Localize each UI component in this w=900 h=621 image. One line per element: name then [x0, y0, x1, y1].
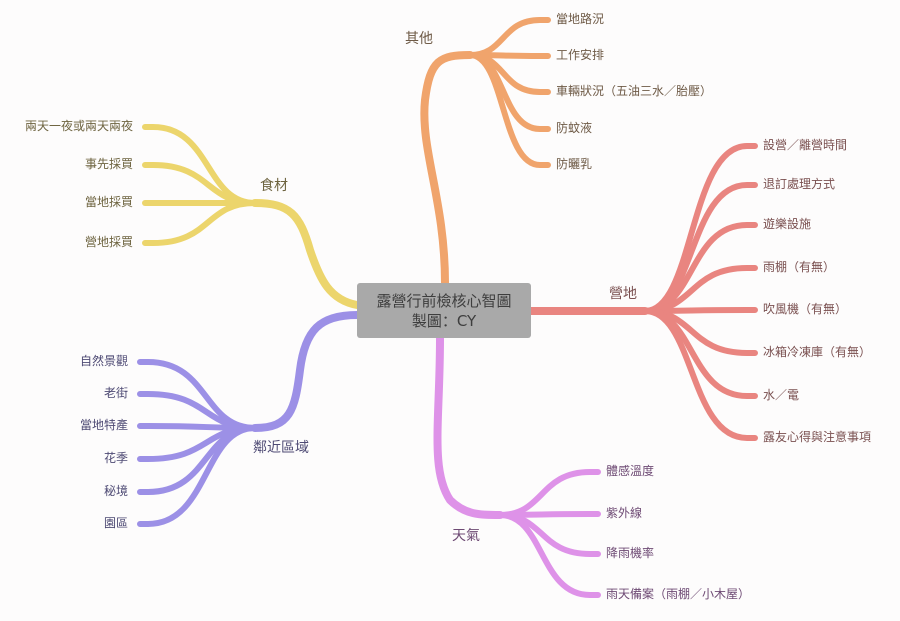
leaf-topic[interactable]: 園區 — [103, 516, 128, 530]
leaf-topic[interactable]: 降雨機率 — [606, 546, 655, 560]
leaf-topic[interactable]: 當地採買 — [84, 195, 133, 209]
branch-connector-food — [251, 199, 361, 309]
leaf-topic[interactable]: 水／電 — [763, 388, 800, 402]
leaf-topic[interactable]: 自然景觀 — [79, 354, 128, 368]
leaf-topic[interactable]: 遊樂設施 — [763, 217, 812, 231]
leaf-topic[interactable]: 露友心得與注意事項 — [763, 430, 872, 444]
leaf-topic[interactable]: 工作安排 — [556, 48, 605, 62]
leaf-topic[interactable]: 退訂處理方式 — [763, 177, 836, 191]
leaf-connector — [467, 17, 551, 58]
leaf-connector — [497, 469, 601, 518]
leaf-topic[interactable]: 防曬乳 — [556, 157, 593, 171]
leaf-topic[interactable]: 車輛狀況（五油三水／胎壓） — [556, 84, 713, 98]
leaf-topic[interactable]: 花季 — [103, 451, 128, 465]
leaf-topic[interactable]: 雨天備案（雨棚／小木屋） — [606, 587, 751, 601]
branch-connector-nearby — [251, 311, 361, 432]
leaf-connector — [642, 308, 758, 441]
branch-connector-other — [420, 51, 474, 287]
leaf-connector — [467, 52, 551, 168]
leaf-topic[interactable]: 防蚊液 — [556, 121, 593, 135]
leaf-connector — [142, 200, 258, 246]
leaf-topic[interactable]: 體感溫度 — [606, 464, 655, 478]
leaf-topic[interactable]: 兩天一夜或兩天兩夜 — [24, 119, 133, 133]
leaf-topic[interactable]: 雨棚（有無） — [763, 260, 836, 274]
leaf-topic[interactable]: 吹風機（有無） — [763, 302, 848, 316]
leaf-topic[interactable]: 老街 — [103, 386, 128, 400]
leaf-connector — [497, 512, 601, 598]
central-topic-title: 露營行前檢核心智圖 — [376, 291, 512, 310]
leaf-topic[interactable]: 當地特產 — [79, 418, 128, 432]
leaf-topic[interactable]: 營地採買 — [84, 235, 133, 249]
leaf-topic[interactable]: 當地路況 — [556, 12, 605, 26]
leaf-topic[interactable]: 秘境 — [103, 484, 128, 498]
branch-connector-weather — [433, 334, 504, 519]
leaf-topic[interactable]: 紫外線 — [606, 506, 643, 520]
main-topic-other[interactable]: 其他 — [405, 31, 433, 47]
central-topic-author: 製圖：CY — [411, 311, 477, 330]
leaf-topic[interactable]: 事先採買 — [84, 157, 133, 171]
central-topic[interactable]: 露營行前檢核心智圖 製圖：CY — [357, 283, 531, 338]
leaf-topic[interactable]: 冰箱冷凍庫（有無） — [763, 345, 872, 359]
main-topic-campsite[interactable]: 營地 — [609, 286, 637, 302]
main-topic-food[interactable]: 食材 — [260, 178, 288, 194]
leaf-connector — [137, 425, 258, 527]
main-topic-nearby[interactable]: 鄰近區域 — [253, 440, 309, 456]
leaf-topic[interactable]: 設營／離營時間 — [763, 138, 848, 152]
main-topic-weather[interactable]: 天氣 — [452, 528, 480, 544]
